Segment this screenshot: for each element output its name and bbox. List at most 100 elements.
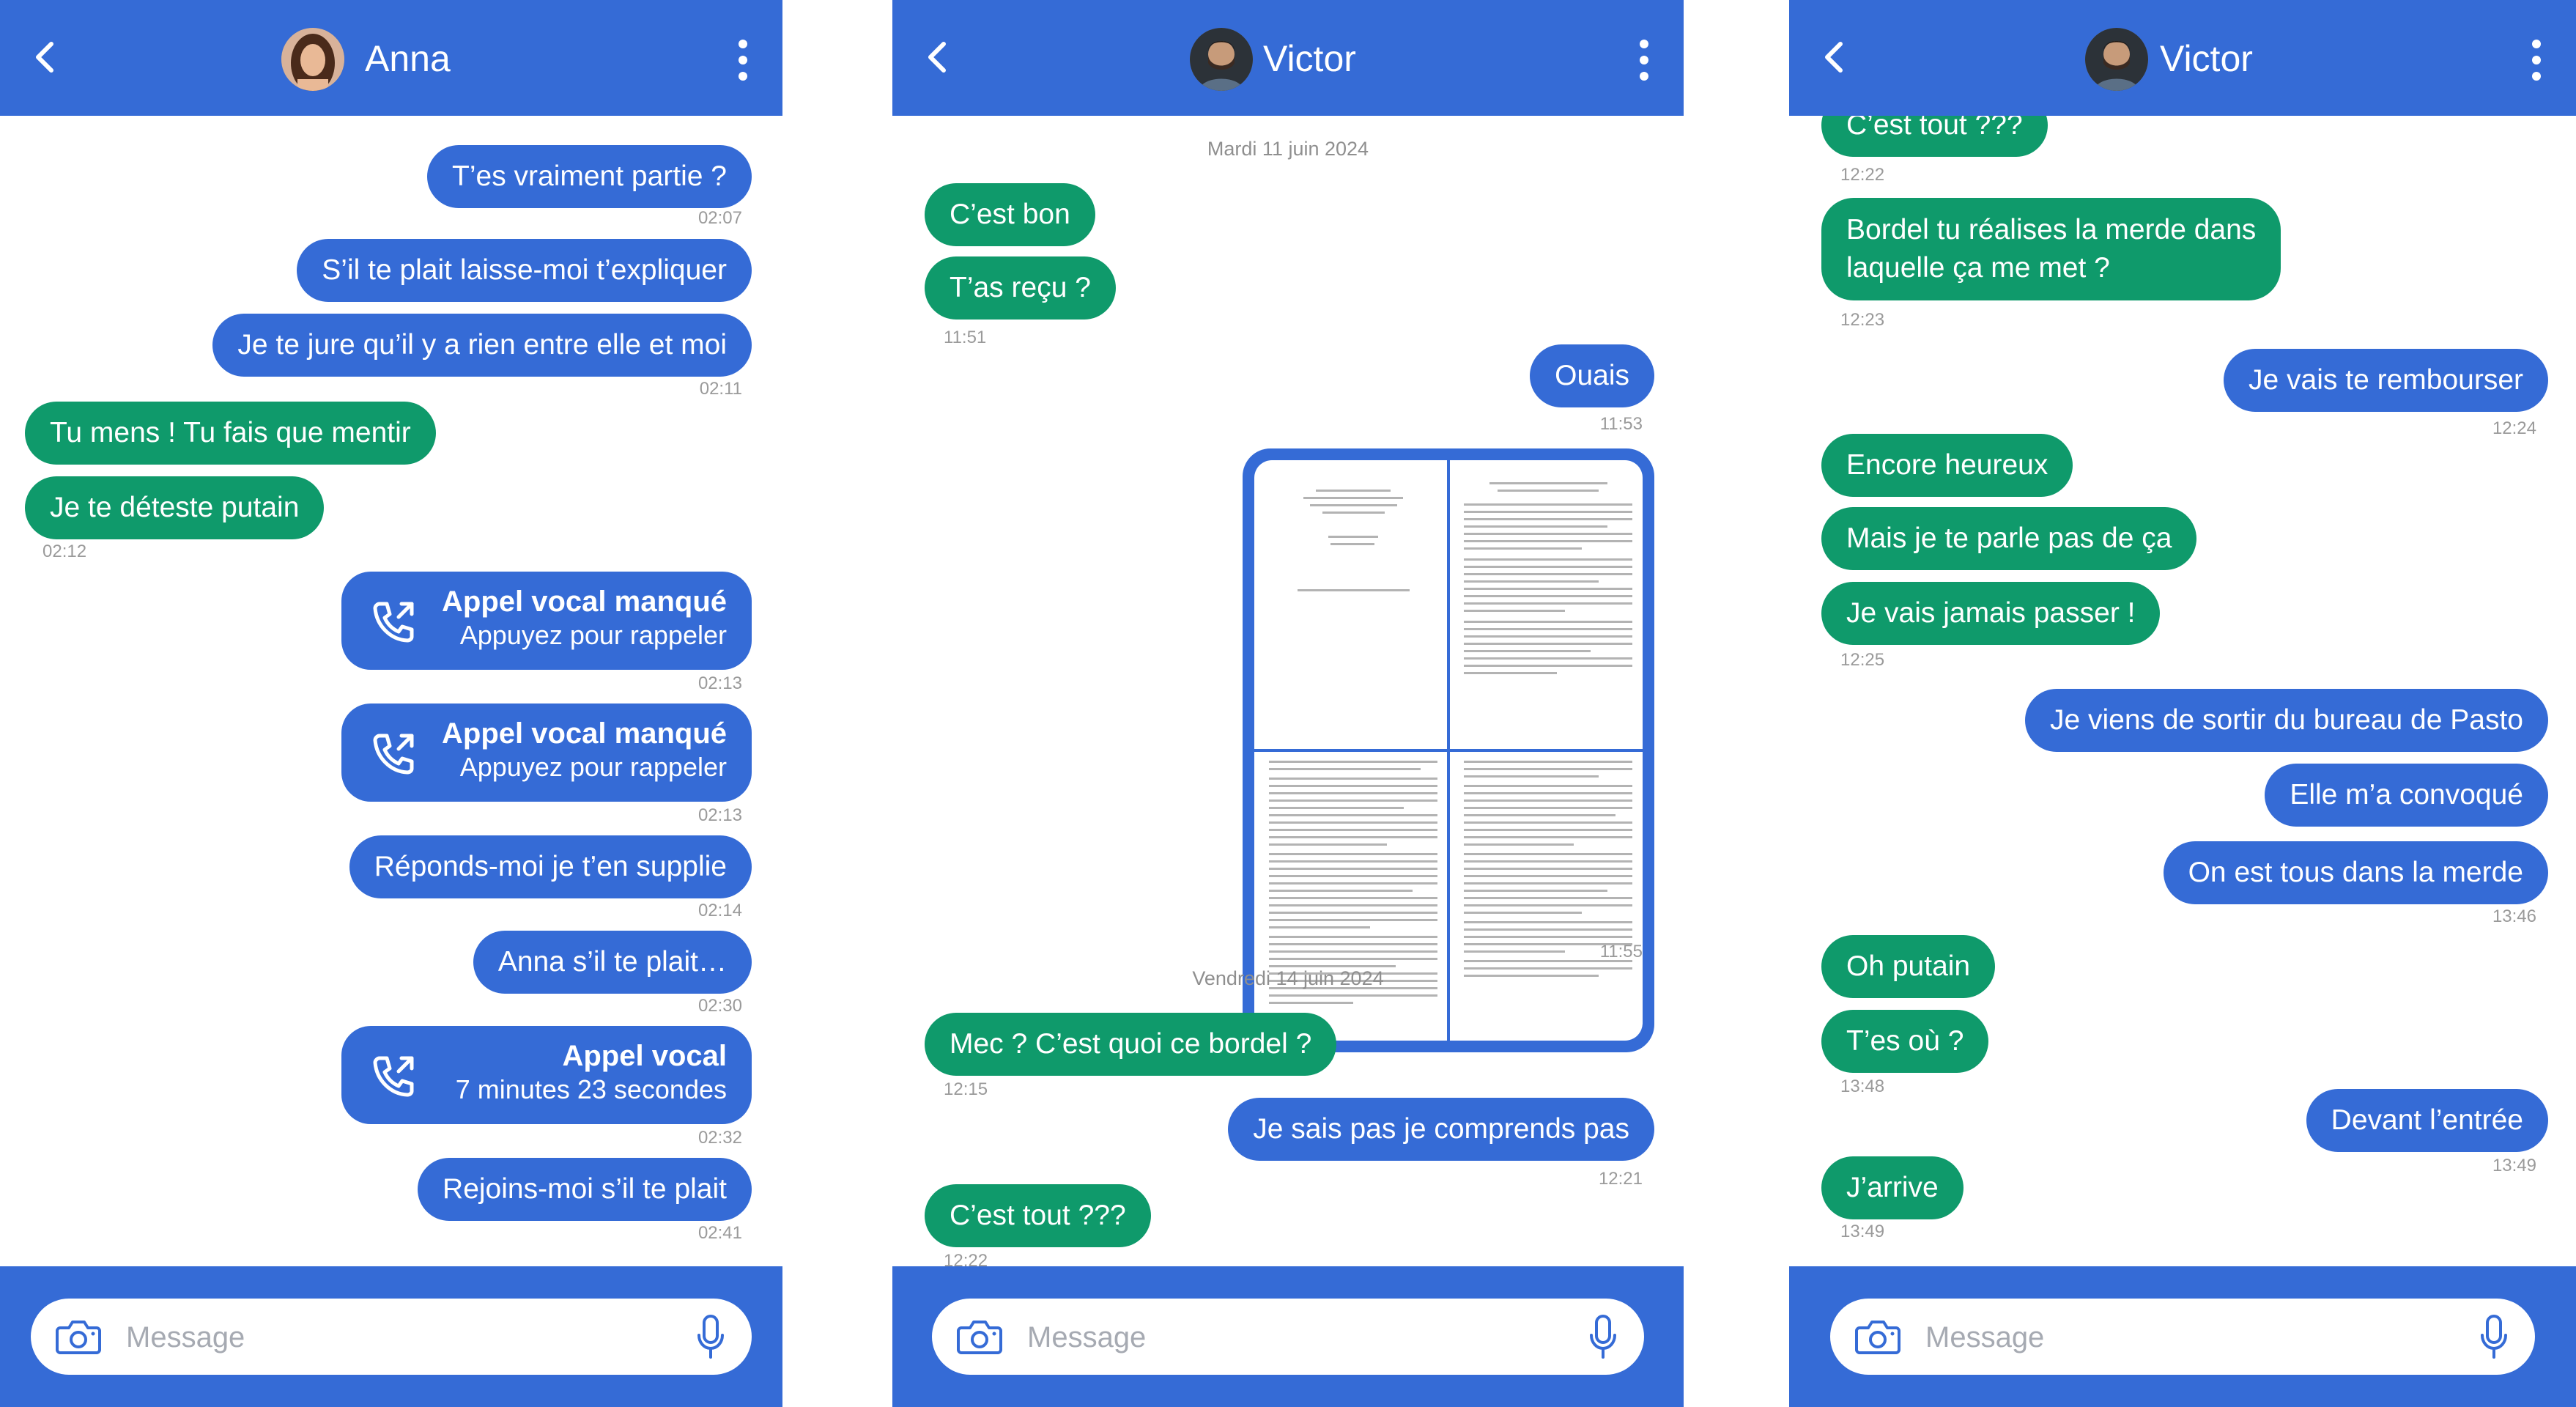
call-subtitle: Appuyez pour rappeler [459,752,727,782]
message-bubble[interactable]: Rejoins-moi s’il te plait [418,1158,752,1221]
message-bubble[interactable]: Oh putain [1821,935,1996,998]
message-bubble[interactable]: Réponds-moi je t’en supplie [349,835,752,898]
more-vertical-icon[interactable] [736,38,750,82]
phone-outgoing-icon [373,1056,414,1097]
message-time: 11:55 [1599,942,1643,961]
chat-screen-anna: Anna T’es vraiment partie ? 02:07 S’il t… [0,0,782,1407]
camera-icon[interactable] [957,1318,1002,1356]
message-bubble[interactable]: Je te déteste putain [25,476,325,539]
camera-icon[interactable] [56,1318,101,1356]
message-bubble[interactable]: Encore heureux [1821,434,2073,497]
message-input-box[interactable] [1830,1299,2535,1375]
message-bubble[interactable]: Mec ? C’est quoi ce bordel ? [925,1013,1337,1076]
missed-call-bubble[interactable]: Appel vocal manqué Appuyez pour rappeler [341,704,752,802]
message-time: 12:24 [2492,418,2536,438]
message-time: 13:49 [1840,1222,1885,1241]
message-bubble[interactable]: Je te jure qu’il y a rien entre elle et … [212,314,752,377]
more-vertical-icon[interactable] [2529,38,2544,82]
message-bubble[interactable]: Elle m’a convoqué [2265,764,2548,827]
message-bubble[interactable]: T’es où ? [1821,1010,1989,1073]
call-title: Appel vocal manqué [442,586,727,618]
chat-screen-victor-2: Victor C’est tout ??? 12:22 Bordel tu ré… [1789,0,2576,1407]
microphone-icon[interactable] [1588,1315,1618,1360]
call-subtitle: 7 minutes 23 secondes [455,1074,727,1104]
message-input-box[interactable] [31,1299,752,1375]
phone-outgoing-icon [373,734,414,775]
message-bubble[interactable]: Mais je te parle pas de ça [1821,507,2197,570]
avatar[interactable] [1190,28,1253,91]
chevron-left-icon[interactable] [917,37,958,78]
call-subtitle: Appuyez pour rappeler [459,620,727,650]
message-bubble[interactable]: Anna s’il te plait… [473,931,752,994]
message-bubble[interactable]: J’arrive [1821,1156,1964,1219]
message-bubble[interactable]: T’as reçu ? [925,256,1116,320]
message-bubble[interactable]: Ouais [1530,344,1654,407]
message-bubble[interactable]: C’est tout ??? [1821,116,2048,157]
document-page [1291,490,1415,597]
message-time: 12:15 [944,1079,988,1099]
message-time: 02:11 [699,379,742,399]
message-bubble[interactable]: C’est tout ??? [925,1184,1151,1247]
message-time: 12:21 [1598,1169,1643,1189]
message-time: 02:14 [697,901,742,920]
avatar[interactable] [2085,28,2148,91]
contact-name: Victor [1263,38,1356,79]
phone-outgoing-icon [373,602,414,643]
message-bubble[interactable]: S’il te plait laisse-moi t’expliquer [297,239,752,302]
message-bubble[interactable]: Je viens de sortir du bureau de Pasto [2024,689,2548,752]
more-vertical-icon[interactable] [1637,38,1651,82]
message-list[interactable]: T’es vraiment partie ? 02:07 S’il te pla… [0,116,782,1266]
message-input-box[interactable] [932,1299,1644,1375]
microphone-icon[interactable] [2479,1315,2509,1360]
message-list[interactable]: C’est tout ??? 12:22 Bordel tu réalises … [1789,116,2576,1266]
message-time: 02:13 [697,673,742,693]
document-page [1269,761,1437,1009]
document-page [1464,482,1632,679]
page-divider [1254,749,1643,752]
date-separator: Vendredi 14 juin 2024 [1192,967,1384,989]
call-title: Appel vocal [562,1040,727,1072]
document-attachment[interactable] [1243,448,1654,1052]
message-input[interactable] [125,1315,560,1360]
contact-name: Victor [2160,38,2253,79]
chevron-left-icon[interactable] [25,37,66,78]
message-bubble[interactable]: Je vais jamais passer ! [1821,582,2161,645]
message-list[interactable]: Mardi 11 juin 2024 C’est bon T’as reçu ?… [892,116,1684,1266]
message-input[interactable] [1924,1315,2350,1360]
chevron-left-icon[interactable] [1814,37,1855,78]
message-bubble[interactable]: Je vais te rembourser [2224,349,2548,412]
document-preview [1254,460,1643,1041]
document-page [1464,761,1632,982]
message-time: 02:32 [697,1128,742,1148]
message-bubble[interactable]: Devant l’entrée [2306,1089,2548,1152]
date-separator: Mardi 11 juin 2024 [1207,138,1369,160]
message-time: 13:46 [2492,906,2536,926]
message-time: 02:13 [697,805,742,825]
chat-header: Victor [892,0,1684,116]
message-time: 11:53 [1599,414,1643,434]
message-time: 12:25 [1840,650,1885,670]
message-bubble[interactable]: Bordel tu réalises la merde dans laquell… [1821,198,2281,300]
message-bubble[interactable]: On est tous dans la merde [2163,841,2548,904]
message-input[interactable] [1026,1315,1457,1360]
message-time: 13:49 [2492,1156,2536,1175]
call-title: Appel vocal manqué [442,717,727,750]
camera-icon[interactable] [1855,1318,1900,1356]
composer-bar [0,1266,782,1407]
message-line: Bordel tu réalises la merde dans [1846,214,2257,245]
composer-bar [1789,1266,2576,1407]
avatar[interactable] [281,28,344,91]
message-bubble[interactable]: Tu mens ! Tu fais que mentir [25,402,436,465]
voice-call-bubble[interactable]: Appel vocal 7 minutes 23 secondes [341,1026,752,1124]
chat-header: Victor [1789,0,2576,116]
message-bubble[interactable]: T’es vraiment partie ? [427,145,752,208]
message-bubble[interactable]: C’est bon [925,183,1095,246]
missed-call-bubble[interactable]: Appel vocal manqué Appuyez pour rappeler [341,572,752,670]
message-line: laquelle ça me met ? [1846,252,2110,284]
message-bubble[interactable]: Je sais pas je comprends pas [1228,1098,1654,1161]
message-time: 02:41 [697,1223,742,1243]
message-time: 02:30 [697,996,742,1016]
message-time: 12:22 [944,1251,988,1266]
message-time: 11:51 [944,328,987,347]
microphone-icon[interactable] [696,1315,725,1360]
